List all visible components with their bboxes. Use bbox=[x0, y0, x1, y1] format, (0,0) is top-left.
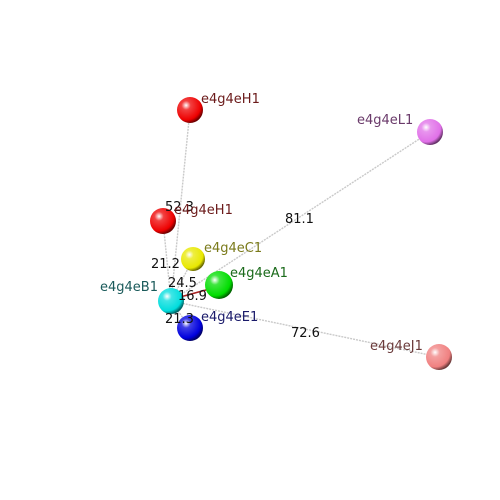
atom-a1 bbox=[205, 271, 233, 299]
atom-e1 bbox=[177, 315, 203, 341]
atom-h1-top bbox=[177, 97, 203, 123]
distance-label: 16.9 bbox=[178, 289, 207, 304]
atom-label: e4g4eA1 bbox=[230, 266, 288, 281]
atom-h1-mid bbox=[150, 208, 176, 234]
distance-line-b1-j1 bbox=[170, 300, 440, 358]
atom-label: e4g4eE1 bbox=[201, 310, 258, 325]
highlight-link bbox=[179, 289, 207, 298]
distance-label: 21.2 bbox=[151, 257, 180, 272]
atom-c1 bbox=[181, 247, 205, 271]
atom-l1 bbox=[417, 119, 443, 145]
atom-label: e4g4eH1 bbox=[201, 92, 260, 107]
atom-b1 bbox=[158, 288, 184, 314]
atom-label: e4g4eH1 bbox=[174, 203, 233, 218]
atom-label: e4g4eC1 bbox=[204, 241, 262, 256]
distance-line-b1-h1-mid bbox=[162, 220, 172, 302]
distance-label: 21.3 bbox=[165, 312, 194, 327]
atom-label: e4g4eJ1 bbox=[370, 339, 423, 354]
distance-label: 24.5 bbox=[168, 276, 197, 291]
atom-labels: e4g4eH1 e4g4eL1 e4g4eH1 e4g4eC1 e4g4eA1 e4g4e… bbox=[100, 92, 423, 354]
distance-label: 52.3 bbox=[165, 200, 194, 215]
atom-label: e4g4eB1 bbox=[100, 280, 158, 295]
atom-label: e4g4eL1 bbox=[357, 113, 413, 128]
distance-label: 81.1 bbox=[285, 212, 314, 227]
distance-line-b1-h1-top bbox=[170, 109, 191, 302]
atom-spheres bbox=[150, 97, 452, 370]
distance-label: 72.6 bbox=[291, 326, 320, 341]
atom-j1 bbox=[426, 344, 452, 370]
distance-labels: 52.3 81.1 21.2 24.516.9 21.3 72.6 bbox=[151, 200, 320, 341]
